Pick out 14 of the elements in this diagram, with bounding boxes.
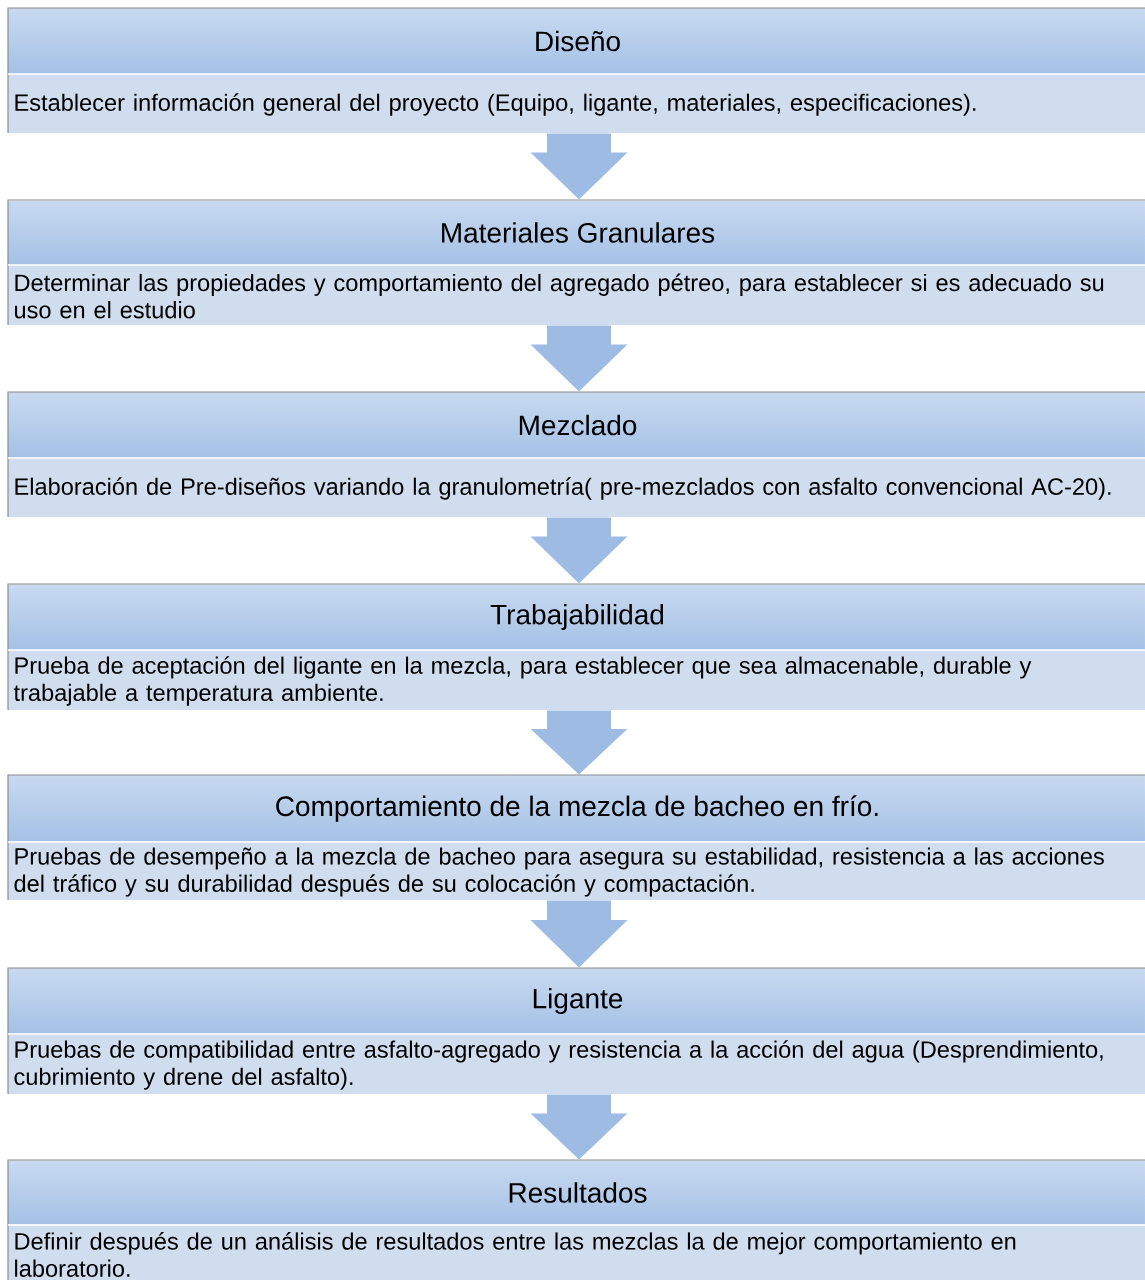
node-label: Materiales Granulares (442, 222, 715, 243)
node-label: Resultados (509, 1182, 647, 1203)
node-label: Comportamiento de la mezcla de bacheo en frío. (276, 795, 878, 822)
process-box: Mezclado Elaboración de Pre-diseños variando la granulometría( pre-mezclados con asfalto convencional AC-20). (7, 391, 1145, 518)
process-box: Ligante Pruebas de compatibilidad entre asfalto-agregado y resistencia a la acción del agua (Desprendimiento, cubrimiento y drene del asfalto). (7, 967, 1145, 1095)
node-label: Trabajabilidad (490, 603, 664, 631)
process-box: Diseño Establecer información general del proyecto (Equipo, ligante, materiales, especificaciones). (7, 7, 1145, 134)
node-label: Ligante (533, 987, 623, 1015)
process-box: Resultados Definir después de un análisis de resultados entre las mezclas la de mejor comportamiento en laboratorio. (7, 1159, 1145, 1280)
node-label: Diseño (536, 30, 620, 52)
process-box: Trabajabilidad Prueba de aceptación del ligante en la mezcla, para establecer que sea almacenable, durable y trabajable a temperatura ambiente. (7, 583, 1145, 711)
node-label: Mezclado (519, 414, 637, 436)
process-box: Materiales Granulares Determinar las propiedades y comportamiento del agregado pétreo, para establecer si es adecuado su uso en el estudio (7, 199, 1145, 326)
process-box: Comportamiento de la mezcla de bacheo en frío. Pruebas de desempeño a la mezcla de bacheo para asegura su estabilidad, resistencia a las acciones del tráfico y su durabilidad después de su colocación y compactación. (7, 774, 1145, 901)
